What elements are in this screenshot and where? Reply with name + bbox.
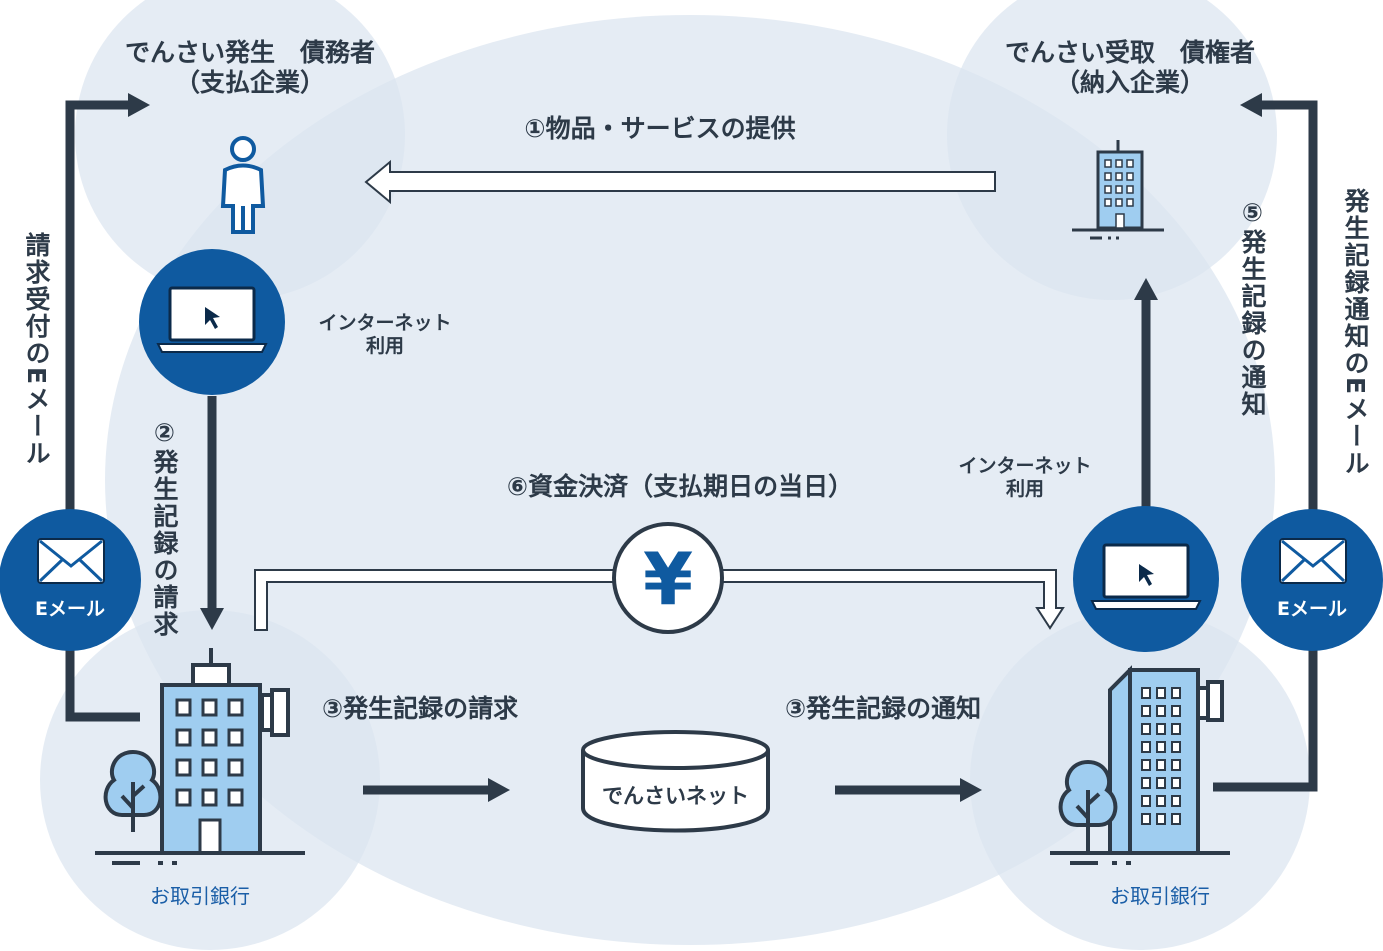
email-right-vertical-label: 発生記録通知のEメール <box>1341 188 1370 478</box>
office-building-icon <box>1072 140 1164 240</box>
densai-net-label: でんさいネット <box>602 784 749 808</box>
database-icon <box>581 730 770 833</box>
internet-right-line1: インターネット <box>958 455 1092 477</box>
email-badge-left: Eメール <box>35 598 105 620</box>
bank-label-right: お取引銀行 <box>1110 884 1210 908</box>
laptop-icon-left <box>139 249 285 395</box>
step3b-label: ③発生記録の通知 <box>785 694 982 723</box>
step3b-arrowhead <box>960 778 982 802</box>
envelope-icon-right <box>1241 509 1383 651</box>
step3a-label: ③発生記録の請求 <box>322 694 519 723</box>
internet-left-line2: 利用 <box>365 334 404 357</box>
goods-arrow <box>364 159 996 205</box>
step6-label: ⑥資金決済（支払期日の当日） <box>506 472 854 501</box>
payer-title-line2: （支払企業） <box>174 68 325 97</box>
receiver-title: でんさい受取 債権者 （納入企業） <box>970 38 1290 98</box>
receiver-title-line2: （納入企業） <box>1054 68 1205 97</box>
tree-icon-left <box>103 749 163 832</box>
step2-label: ②発生記録の請求 <box>150 418 179 638</box>
envelope-icon-left <box>0 509 141 651</box>
step5-label: ⑤発生記録の通知 <box>1238 198 1267 418</box>
laptop-icon-right <box>1073 506 1219 652</box>
yen-symbol: ¥ <box>643 537 693 621</box>
tree-icon-right <box>1058 759 1118 853</box>
yen-icon: ¥ <box>612 522 724 634</box>
email-path-left <box>65 100 140 722</box>
email-left-vertical-label: 請求受付のEメール <box>22 232 51 468</box>
step1-label: ①物品・サービスの提供 <box>524 114 796 143</box>
bank-label-left: お取引銀行 <box>150 884 250 908</box>
internet-left-line1: インターネット <box>318 312 452 334</box>
internet-label-right: インターネット 利用 <box>930 455 1120 501</box>
payer-title: でんさい発生 債務者 （支払企業） <box>90 38 410 98</box>
email-path-right <box>1213 100 1318 792</box>
payer-title-line1: でんさい発生 債務者 <box>124 38 375 67</box>
step2-arrowhead <box>200 608 224 630</box>
step3a-arrowhead <box>488 778 510 802</box>
bank-building-icon-left <box>95 648 305 865</box>
person-icon <box>220 136 266 234</box>
internet-right-line2: 利用 <box>1005 477 1044 500</box>
email-path-right-arrowhead <box>1240 93 1262 117</box>
email-badge-right: Eメール <box>1277 598 1347 620</box>
bank-building-icon-right <box>1050 665 1230 865</box>
email-path-left-arrowhead <box>128 93 150 117</box>
receiver-title-line1: でんさい受取 債権者 <box>1004 38 1255 67</box>
step5-arrowhead <box>1134 278 1158 300</box>
internet-label-left: インターネット 利用 <box>290 312 480 358</box>
